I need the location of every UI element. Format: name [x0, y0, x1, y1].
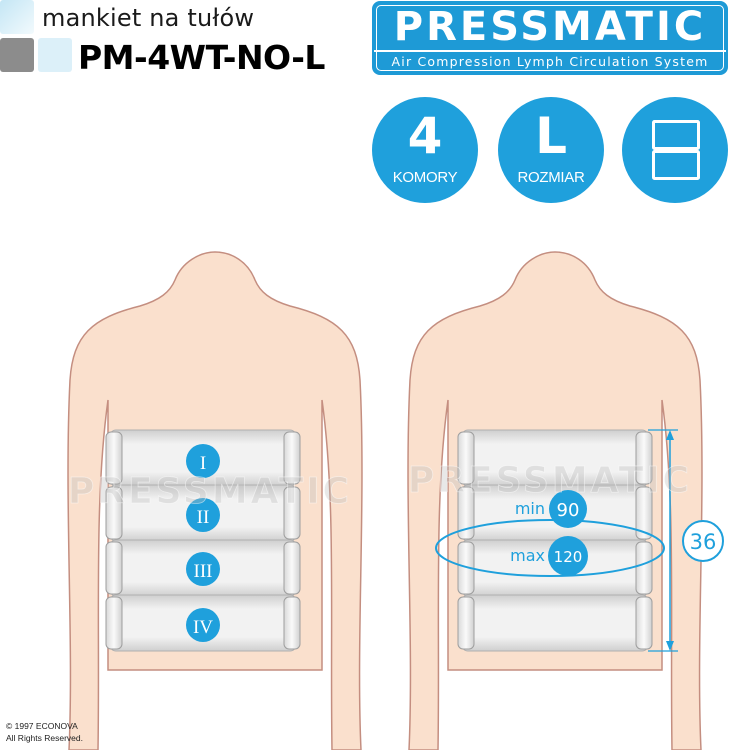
size-value: L [535, 107, 567, 165]
svg-text:90: 90 [557, 500, 580, 521]
chambers-badge: 4 KOMORY [372, 97, 478, 203]
watermark-left: PRESSMATIC [68, 471, 352, 512]
right-cuff: min 90 max 120 36 [435, 429, 724, 652]
copyright: © 1997 ECONOVA All Rights Reserved. [6, 720, 83, 744]
logo-tagline: Air Compression Lymph Circulation System [391, 54, 709, 69]
product-subtitle: mankiet na tułów [42, 4, 255, 32]
copyright-line-2: All Rights Reserved. [6, 733, 84, 743]
product-model: PM-4WT-NO-L [78, 38, 325, 77]
svg-text:36: 36 [690, 530, 717, 554]
logo-frame [376, 5, 724, 71]
left-cuff: I II III IV [105, 429, 301, 652]
right-chamber-4 [457, 594, 653, 652]
chambers-label: KOMORY [392, 169, 458, 186]
color-swatch-light [0, 0, 34, 34]
svg-text:II: II [197, 507, 210, 528]
chamber-number-3: III [186, 552, 220, 586]
max-value-badge: 120 [548, 536, 588, 576]
size-badge: L ROZMIAR [498, 97, 604, 203]
size-label: ROZMIAR [517, 169, 585, 186]
svg-text:120: 120 [554, 548, 583, 566]
max-label: max [510, 546, 545, 565]
min-value-badge: 90 [549, 490, 587, 528]
min-label: min [515, 499, 545, 518]
chamber-number-4: IV [186, 608, 220, 642]
svg-text:IV: IV [193, 617, 213, 638]
height-value-badge: 36 [682, 520, 724, 562]
two-chamber-icon [652, 120, 700, 180]
circumference-ellipse [435, 519, 665, 577]
chamber-layout-badge [622, 97, 728, 203]
color-swatch-pale [38, 38, 72, 72]
svg-text:III: III [194, 561, 213, 582]
watermark-right: PRESSMATIC [408, 460, 692, 501]
copyright-line-1: © 1997 ECONOVA [6, 721, 78, 731]
logo-name: PRESSMATIC [393, 4, 707, 50]
pressmatic-logo: PRESSMATIC Air Compression Lymph Circula… [372, 1, 728, 75]
logo-rule [374, 50, 726, 52]
chambers-count: 4 [407, 107, 443, 165]
svg-text:I: I [200, 453, 206, 474]
chamber-number-1: I [186, 444, 220, 478]
chamber-number-2: II [186, 498, 220, 532]
color-swatch-gray [0, 38, 34, 72]
height-dimension-line [648, 429, 678, 652]
